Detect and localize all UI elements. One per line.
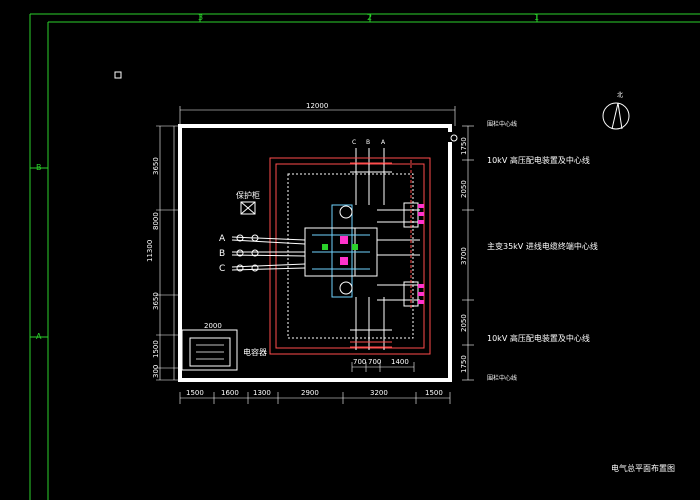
north-arrow — [602, 102, 630, 130]
guard-cabinet-cross-2 — [240, 201, 256, 215]
dim-overall-width: 12000 — [306, 102, 328, 110]
top-dimension — [179, 106, 456, 126]
capacitor-enclosure — [181, 329, 238, 371]
border-letter-top-1: 3 — [198, 13, 203, 22]
capacitor-label: 电容器 — [243, 347, 267, 357]
main-transformer — [304, 204, 378, 298]
top-phase-c: C — [352, 139, 356, 146]
left-dimensions — [156, 125, 180, 381]
dim-capacitor-width: 2000 — [204, 322, 222, 330]
phase-label-b: B — [219, 249, 225, 259]
dim-overall-height: 11300 — [146, 240, 154, 262]
border-letter-left-1: B — [36, 163, 42, 172]
right-dimensions — [462, 125, 474, 381]
dim-inner-2: 700 — [368, 358, 381, 366]
label-bottom-right: 围栏中心线 — [487, 374, 517, 382]
sheet-frame — [29, 13, 700, 500]
border-letter-left-2: A — [36, 332, 42, 341]
dim-left-2: 8000 — [152, 212, 160, 230]
dim-left-4: 1500 — [152, 340, 160, 358]
label-feeder-10kv-bottom: 10kV 高压配电装置及中心线 — [487, 333, 590, 343]
border-letter-top-2: 2 — [367, 13, 372, 22]
bottom-feeder — [350, 297, 392, 350]
phase-label-a: A — [219, 234, 226, 244]
top-phase-b: B — [366, 139, 370, 146]
gate-post — [450, 134, 458, 142]
dim-bottom-2: 1600 — [221, 389, 239, 397]
origin-marker — [114, 71, 122, 79]
dim-bottom-3: 1300 — [253, 389, 271, 397]
dim-right-4: 2050 — [460, 314, 468, 332]
dim-bottom-5: 3200 — [370, 389, 388, 397]
wall-gap-right — [446, 132, 454, 142]
label-top-right: 围栏中心线 — [487, 120, 517, 128]
incoming-lines — [231, 234, 306, 272]
guard-room-label: 保护柜 — [236, 190, 260, 200]
dim-inner-1: 700 — [353, 358, 366, 366]
dim-right-3: 3700 — [460, 247, 468, 265]
dim-left-5: 300 — [152, 365, 160, 378]
label-main-35kv: 主变35kV 进线电缆终端中心线 — [487, 241, 598, 251]
right-switchgear — [377, 160, 420, 310]
right-arresters — [418, 204, 424, 304]
dim-right-5: 1750 — [460, 355, 468, 373]
label-feeder-10kv-top: 10kV 高压配电装置及中心线 — [487, 155, 590, 165]
dim-bottom-1: 1500 — [186, 389, 204, 397]
dim-bottom-6: 1500 — [425, 389, 443, 397]
drawing-title: 电气总平面布置图 — [611, 463, 675, 473]
north-label: 北 — [617, 91, 623, 99]
dim-left-1: 3650 — [152, 157, 160, 175]
perimeter-wall — [178, 124, 452, 382]
dim-right-1: 1750 — [460, 137, 468, 155]
dim-right-2: 2050 — [460, 180, 468, 198]
capacitor-internals — [196, 344, 224, 360]
border-letter-top-3: 1 — [534, 13, 539, 22]
dim-inner-3: 1400 — [391, 358, 409, 366]
guard-cabinet-symbol — [240, 201, 256, 215]
top-phase-a: A — [381, 139, 386, 146]
capacitor-unit — [189, 337, 231, 367]
inner-dimensions — [351, 362, 415, 372]
top-feeder — [350, 148, 392, 205]
phase-label-c: C — [219, 264, 225, 274]
dim-bottom-4: 2900 — [301, 389, 319, 397]
dim-left-3: 3650 — [152, 292, 160, 310]
bottom-dimensions — [179, 392, 451, 404]
